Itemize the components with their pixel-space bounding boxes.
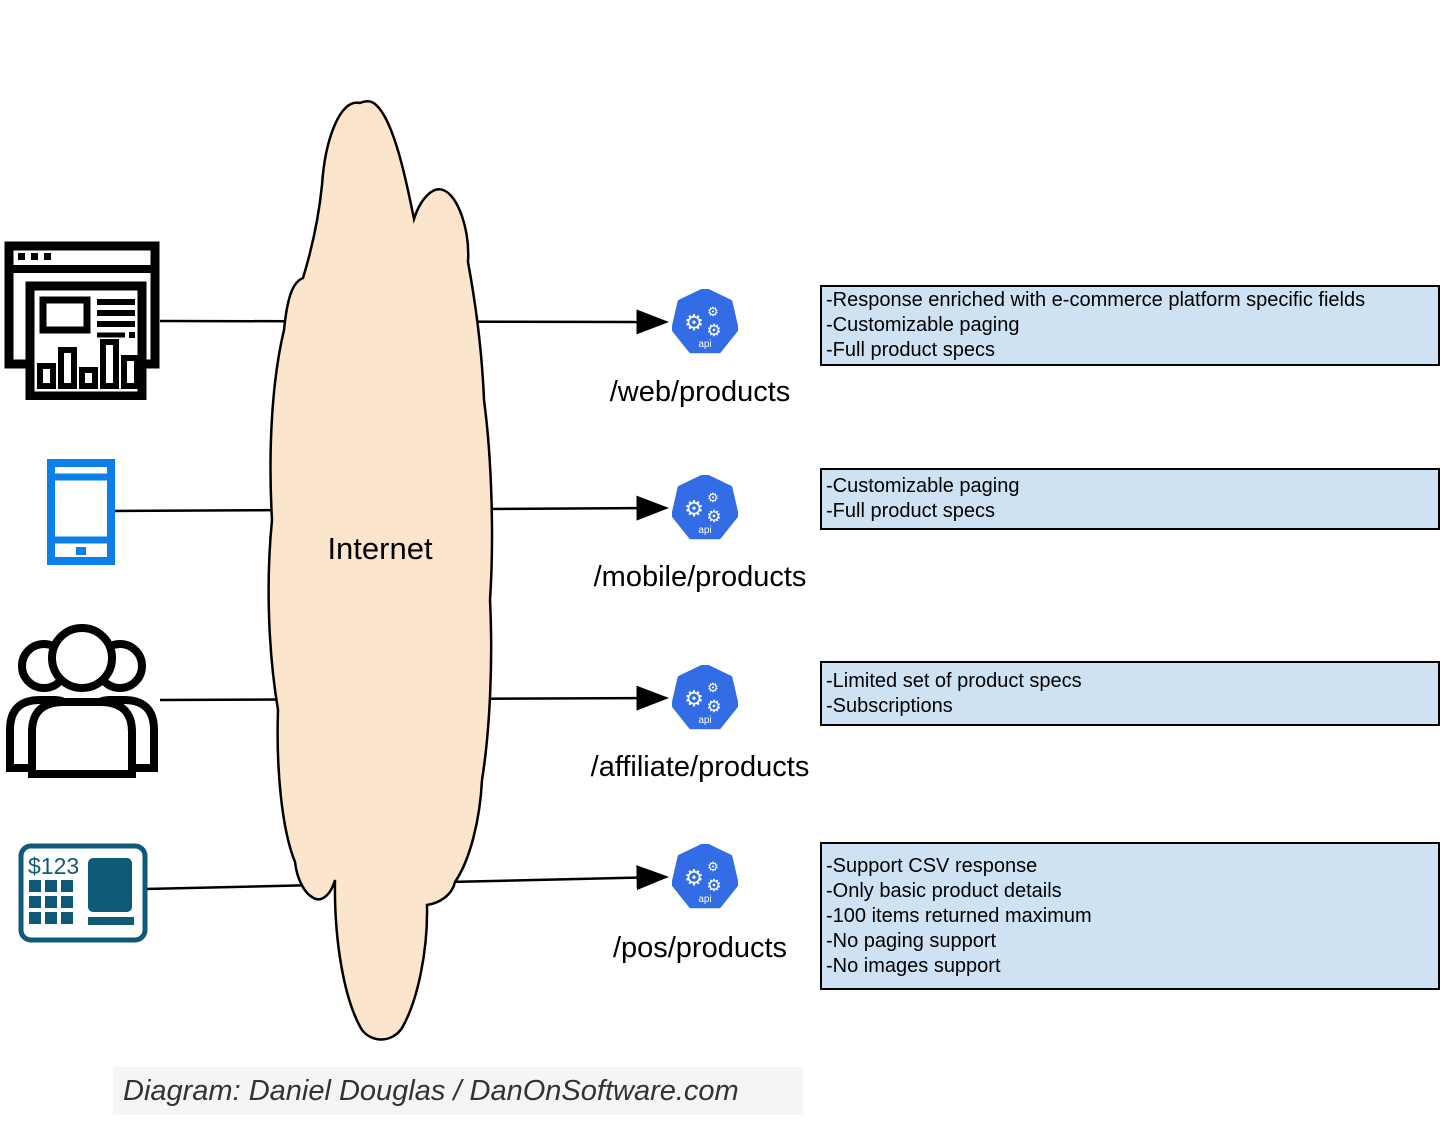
gear-icon: ⚙ [706,321,721,340]
kubernetes-api-icon: ⚙ ⚙ ⚙ api [672,844,738,909]
pos-display-text: $123 [28,853,79,879]
api-badge-label: api [698,525,711,536]
kubernetes-api-icon: ⚙ ⚙ ⚙ api [672,475,738,540]
note-line: -Full product specs [826,339,995,361]
endpoint-label-pos: /pos/products [612,932,788,964]
notes-box-web: -Response enriched with e-commerce platf… [820,285,1440,366]
kubernetes-api-icon: ⚙ ⚙ ⚙ api [672,289,738,354]
smartphone-icon [47,459,115,565]
note-line: -Customizable paging [826,314,1020,336]
notes-box-affiliate: -Limited set of product specs -Subscript… [820,661,1440,726]
note-line: -No paging support [826,929,997,952]
gear-icon: ⚙ [707,490,719,505]
gear-icon: ⚙ [684,686,704,711]
gear-icon: ⚙ [707,680,719,695]
gear-icon: ⚙ [706,507,721,526]
footer-credit: Diagram: Daniel Douglas / DanOnSoftware.… [113,1067,803,1115]
note-line: -No images support [826,954,1001,977]
api-badge-label: api [698,715,711,726]
endpoint-label-affiliate: /affiliate/products [590,751,810,783]
note-line: -Full product specs [826,500,995,522]
gear-icon: ⚙ [707,304,719,319]
notes-box-pos: -Support CSV response -Only basic produc… [820,842,1440,990]
api-badge-label: api [698,339,711,350]
gear-icon: ⚙ [706,876,721,895]
gear-icon: ⚙ [684,865,704,890]
note-line: -Subscriptions [826,694,953,717]
note-line: -100 items returned maximum [826,904,1092,927]
web-browser-dashboard-icon [4,241,160,400]
internet-cloud-shape [267,100,494,1041]
note-line: -Customizable paging [826,475,1020,497]
note-line: -Support CSV response [826,854,1038,877]
endpoint-label-web: /web/products [609,376,791,408]
pos-terminal-icon: $123 [18,843,148,943]
gear-icon: ⚙ [684,310,704,335]
endpoint-label-mobile: /mobile/products [593,561,807,593]
gear-icon: ⚙ [684,496,704,521]
gear-icon: ⚙ [707,859,719,874]
note-line: -Only basic product details [826,879,1062,902]
note-line: -Response enriched with e-commerce platf… [826,289,1366,311]
notes-box-mobile: -Customizable paging -Full product specs [820,468,1440,530]
internet-label: Internet [327,531,433,566]
gear-icon: ⚙ [706,697,721,716]
api-badge-label: api [698,894,711,905]
kubernetes-api-icon: ⚙ ⚙ ⚙ api [672,665,738,730]
note-line: -Limited set of product specs [826,669,1082,692]
users-group-icon [6,624,158,778]
